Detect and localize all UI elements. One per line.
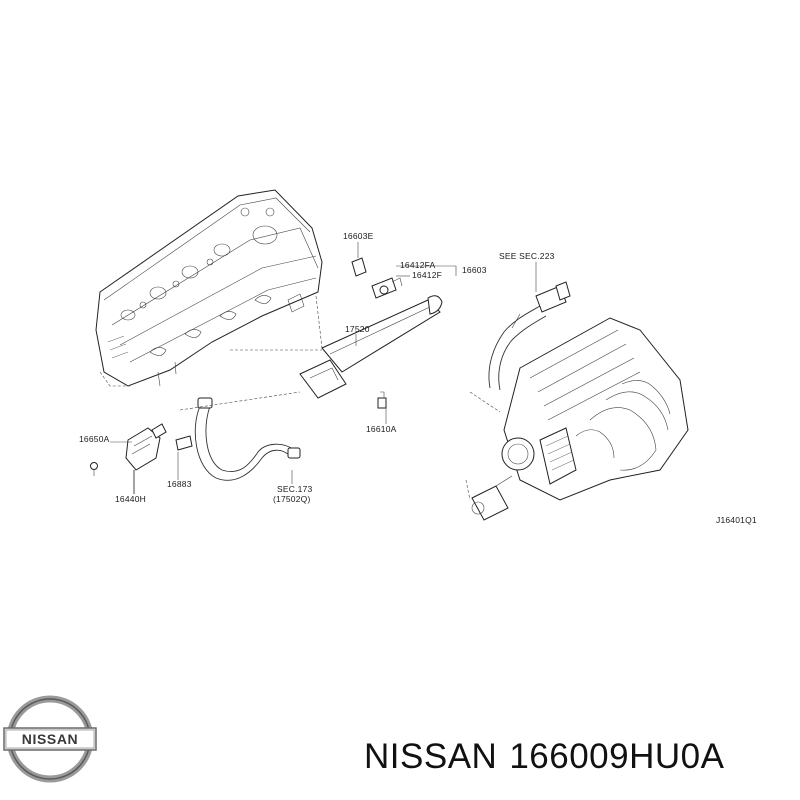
intake-pipe <box>299 295 443 399</box>
label-16650a: 16650A <box>79 434 110 444</box>
bolt-16610a <box>377 391 387 409</box>
cylinder-head <box>95 189 323 387</box>
label-16412f: 16412F <box>412 270 442 280</box>
brand-name: NISSAN <box>364 737 498 776</box>
drawing-code: J16401Q1 <box>716 515 757 525</box>
label-see-sec-223: SEE SEC.223 <box>499 251 555 261</box>
nissan-logo: NISSAN <box>3 695 97 783</box>
label-16440h: 16440H <box>115 494 146 504</box>
label-sec-173: SEC.173 <box>277 484 312 494</box>
part-title: NISSAN 166009HU0A <box>364 737 736 777</box>
label-16610a: 16610A <box>366 424 397 434</box>
leader-lines <box>99 242 537 501</box>
bracket-16440h <box>90 423 193 494</box>
vacuum-hose-223 <box>488 281 571 391</box>
label-16603e: 16603E <box>343 231 374 241</box>
label-16883: 16883 <box>167 479 192 489</box>
logo-wordmark: NISSAN <box>22 731 79 747</box>
sensor-16603 <box>351 257 403 299</box>
part-number: 166009HU0A <box>509 737 725 776</box>
intake-manifold <box>471 317 689 521</box>
label-16412fa: 16412FA <box>400 260 436 270</box>
callout-labels: 16603E 16412FA 16412F 16603 SEE SEC.223 … <box>79 231 757 525</box>
label-17520: 17520 <box>345 324 370 334</box>
label-sec-173-sub: (17502Q) <box>273 494 311 504</box>
label-16603: 16603 <box>462 265 487 275</box>
hose-16883 <box>194 397 301 481</box>
